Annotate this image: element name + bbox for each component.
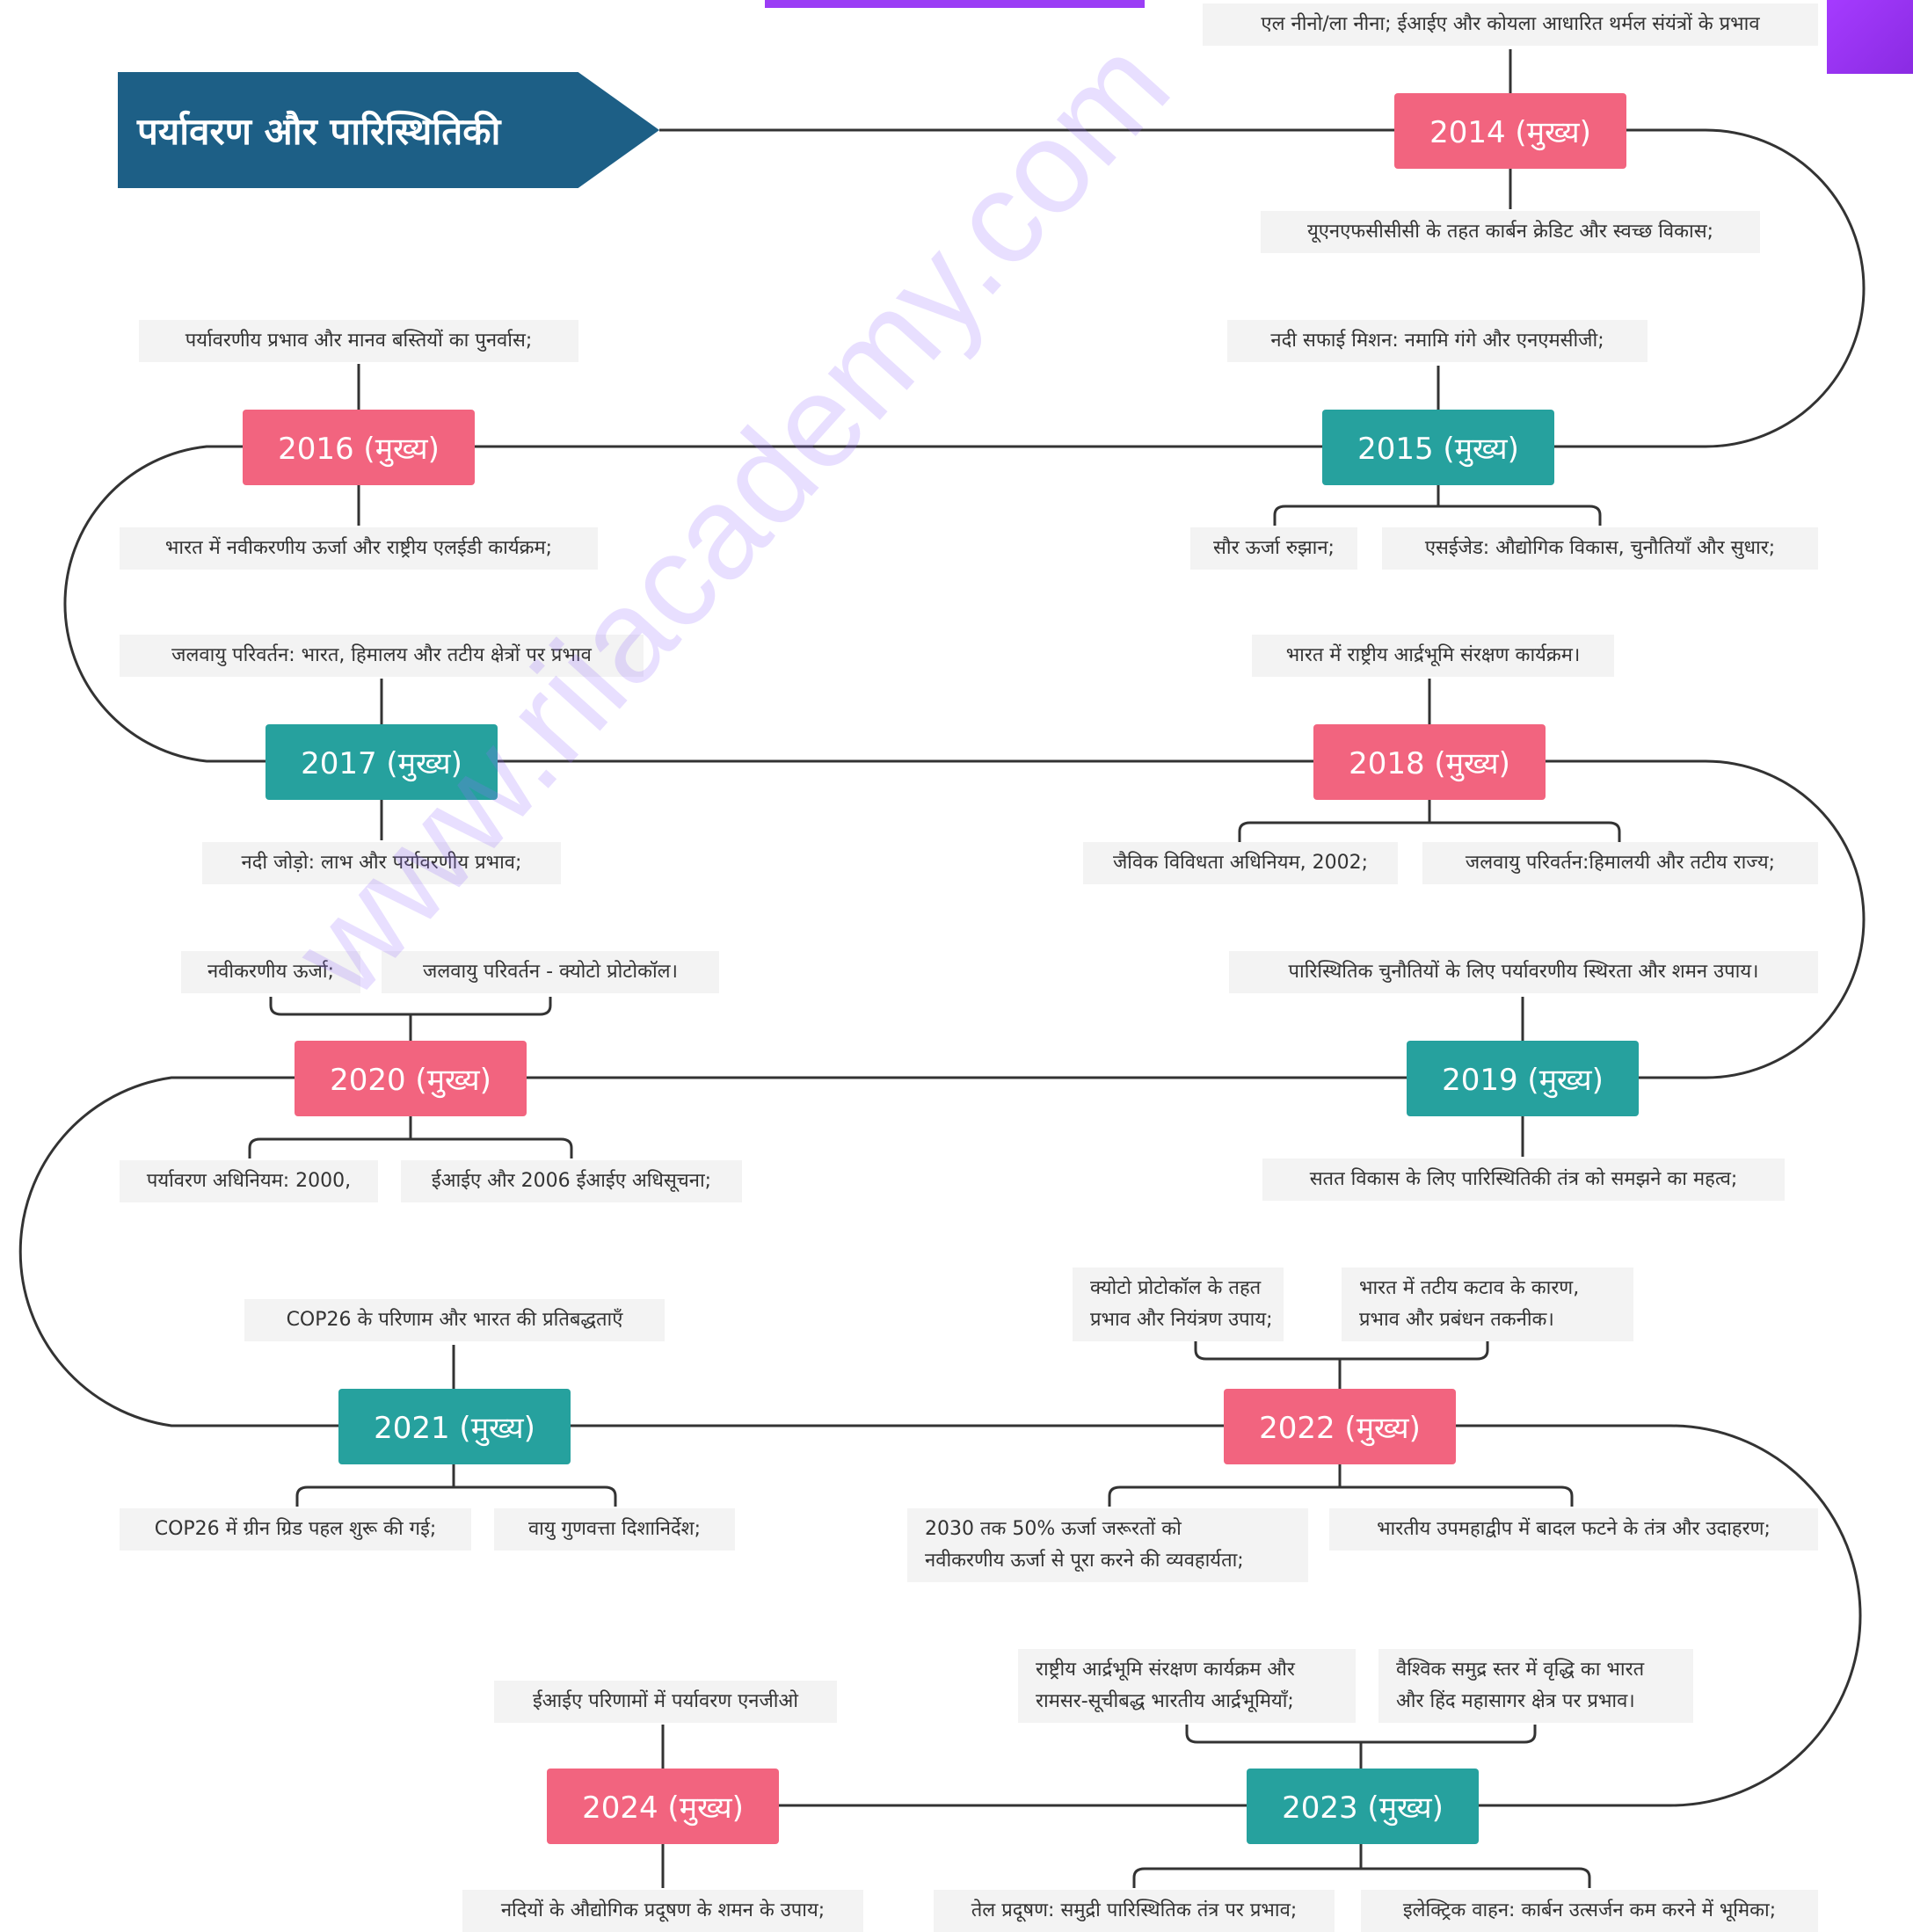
topic-line: रामसर-सूचीबद्ध भारतीय आर्द्रभूमियाँ; bbox=[1036, 1690, 1294, 1712]
timeline-path bbox=[18, 128, 1866, 1807]
topic-2023-oil-pollution: तेल प्रदूषण: समुद्री पारिस्थितिक तंत्र प… bbox=[934, 1890, 1335, 1932]
topic-2024-river-pollution: नदियों के औद्योगिक प्रदूषण के शमन के उपा… bbox=[462, 1890, 863, 1932]
topic-line: क्योटो प्रोटोकॉल के तहत bbox=[1090, 1277, 1262, 1299]
topic-2020-renewable: नवीकरणीय ऊर्जा; bbox=[181, 951, 360, 993]
brand-logo-icon bbox=[1827, 0, 1913, 74]
topic-2016-rehabilitation: पर्यावरणीय प्रभाव और मानव बस्तियों का पु… bbox=[139, 320, 578, 362]
year-node-2016[interactable]: 2016 (मुख्य) bbox=[243, 410, 475, 485]
topic-2015-solar: सौर ऊर्जा रुझान; bbox=[1190, 527, 1357, 570]
topic-2022-cloudburst: भारतीय उपमहाद्वीप में बादल फटने के तंत्र… bbox=[1329, 1508, 1818, 1551]
topic-line: राष्ट्रीय आर्द्रभूमि संरक्षण कार्यक्रम औ… bbox=[1036, 1659, 1295, 1681]
year-node-2021[interactable]: 2021 (मुख्य) bbox=[338, 1389, 571, 1464]
topic-line: और हिंद महासागर क्षेत्र पर प्रभाव। bbox=[1396, 1690, 1635, 1712]
topic-2019-sustainability: पारिस्थितिक चुनौतियों के लिए पर्यावरणीय … bbox=[1229, 951, 1818, 993]
topic-2014-el-nino: एल नीनो/ला नीना; ईआईए और कोयला आधारित थर… bbox=[1203, 4, 1818, 46]
topic-2023-electric-vehicles: इलेक्ट्रिक वाहन: कार्बन उत्सर्जन कम करने… bbox=[1361, 1890, 1818, 1932]
year-node-2014[interactable]: 2014 (मुख्य) bbox=[1394, 93, 1626, 169]
topic-2021-cop26: COP26 के परिणाम और भारत की प्रतिबद्धताएँ bbox=[244, 1299, 665, 1341]
topic-2021-green-grid: COP26 में ग्रीन ग्रिड पहल शुरू की गई; bbox=[120, 1508, 471, 1551]
topic-2020-eia: ईआईए और 2006 ईआईए अधिसूचना; bbox=[401, 1160, 742, 1202]
topic-2017-climate-change: जलवायु परिवर्तन: भारत, हिमालय और तटीय क्… bbox=[120, 635, 644, 677]
topic-line: वैश्विक समुद्र स्तर में वृद्धि का भारत bbox=[1396, 1659, 1645, 1681]
year-node-2019[interactable]: 2019 (मुख्य) bbox=[1407, 1041, 1639, 1116]
topic-line: भारत में तटीय कटाव के कारण, bbox=[1359, 1277, 1580, 1299]
topic-2021-air-quality: वायु गुणवत्ता दिशानिर्देश; bbox=[494, 1508, 735, 1551]
topic-2015-sez: एसईजेड: औद्योगिक विकास, चुनौतियाँ और सुध… bbox=[1382, 527, 1818, 570]
year-node-2015[interactable]: 2015 (मुख्य) bbox=[1322, 410, 1554, 485]
topic-2020-env-act: पर्यावरण अधिनियम: 2000, bbox=[120, 1160, 378, 1202]
year-node-2018[interactable]: 2018 (मुख्य) bbox=[1313, 724, 1546, 800]
topic-2018-climate-states: जलवायु परिवर्तन:हिमालयी और तटीय राज्य; bbox=[1422, 842, 1818, 884]
topic-2020-kyoto: जलवायु परिवर्तन - क्योटो प्रोटोकॉल। bbox=[382, 951, 719, 993]
year-node-2020[interactable]: 2020 (मुख्य) bbox=[295, 1041, 527, 1116]
topic-2015-namami-gange: नदी सफाई मिशन: नमामि गंगे और एनएमसीजी; bbox=[1227, 320, 1648, 362]
topic-line: 2030 तक 50% ऊर्जा जरूरतों को bbox=[925, 1518, 1182, 1540]
topic-2017-river-linking: नदी जोड़ो: लाभ और पर्यावरणीय प्रभाव; bbox=[202, 842, 561, 884]
year-node-2022[interactable]: 2022 (मुख्य) bbox=[1224, 1389, 1456, 1464]
topic-line: प्रभाव और नियंत्रण उपाय; bbox=[1090, 1309, 1273, 1331]
topic-2024-ngo: ईआईए परिणामों में पर्यावरण एनजीओ bbox=[494, 1681, 837, 1723]
topic-2022-kyoto-impact: क्योटो प्रोटोकॉल के तहत प्रभाव और नियंत्… bbox=[1073, 1267, 1284, 1341]
topic-2014-carbon-credit: यूएनएफसीसीसी के तहत कार्बन क्रेडिट और स्… bbox=[1261, 211, 1760, 253]
page-title: पर्यावरण और पारिस्थितिकी bbox=[118, 72, 659, 188]
year-node-2024[interactable]: 2024 (मुख्य) bbox=[547, 1769, 779, 1844]
topic-2018-wetland: भारत में राष्ट्रीय आर्द्रभूमि संरक्षण का… bbox=[1252, 635, 1614, 677]
topic-2023-sea-level: वैश्विक समुद्र स्तर में वृद्धि का भारत औ… bbox=[1378, 1649, 1693, 1723]
topic-2023-ramsar: राष्ट्रीय आर्द्रभूमि संरक्षण कार्यक्रम औ… bbox=[1018, 1649, 1356, 1723]
topic-2018-biodiversity-act: जैविक विविधता अधिनियम, 2002; bbox=[1083, 842, 1398, 884]
topic-line: प्रभाव और प्रबंधन तकनीक। bbox=[1359, 1309, 1554, 1331]
topic-2016-renewable-led: भारत में नवीकरणीय ऊर्जा और राष्ट्रीय एलई… bbox=[120, 527, 598, 570]
year-node-2023[interactable]: 2023 (मुख्य) bbox=[1247, 1769, 1479, 1844]
topic-2022-energy-2030: 2030 तक 50% ऊर्जा जरूरतों को नवीकरणीय ऊर… bbox=[907, 1508, 1308, 1582]
brand-bar bbox=[765, 0, 1145, 8]
topic-2022-coastal-erosion: भारत में तटीय कटाव के कारण, प्रभाव और प्… bbox=[1342, 1267, 1633, 1341]
topic-line: नवीकरणीय ऊर्जा से पूरा करने की व्यवहार्य… bbox=[925, 1550, 1244, 1572]
year-node-2017[interactable]: 2017 (मुख्य) bbox=[265, 724, 498, 800]
topic-2019-ecosystem: सतत विकास के लिए पारिस्थितिकी तंत्र को स… bbox=[1262, 1158, 1785, 1201]
